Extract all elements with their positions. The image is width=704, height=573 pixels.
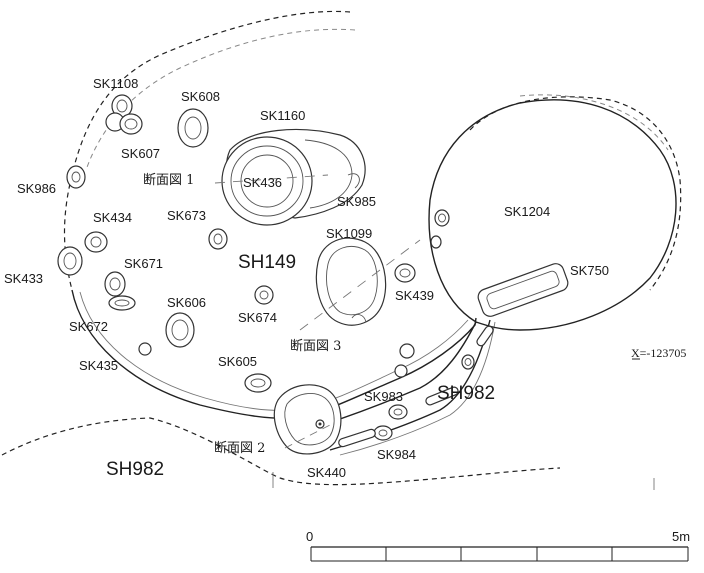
sk983-pit-in bbox=[393, 408, 403, 416]
sk672-pit-in bbox=[114, 299, 130, 307]
label-sk440: SK440 bbox=[307, 465, 346, 480]
pit-sk1204-a-in bbox=[438, 213, 446, 223]
pit-sh982-c bbox=[461, 354, 475, 370]
sk608-pit-in bbox=[184, 116, 202, 140]
sk1204-outline bbox=[428, 99, 677, 331]
sk1160-pit-inner bbox=[304, 139, 353, 209]
coordinate-label: X=-123705 bbox=[631, 346, 686, 360]
label-section-2: 断面図 2 bbox=[214, 441, 265, 456]
label-sk434: SK434 bbox=[93, 210, 132, 225]
pit-sk1204-a bbox=[434, 209, 450, 227]
sk671-pit bbox=[104, 271, 126, 297]
label-sk1204: SK1204 bbox=[504, 204, 550, 219]
section-line-3 bbox=[299, 239, 421, 331]
sk1204-dashed-edge-inner bbox=[519, 94, 669, 151]
label-sk608: SK608 bbox=[181, 89, 220, 104]
sk983-pit bbox=[388, 404, 408, 420]
scale-label-end: 5m bbox=[672, 529, 690, 544]
sh982-south-dashed bbox=[1, 417, 561, 486]
label-sk673: SK673 bbox=[167, 208, 206, 223]
label-sk1099: SK1099 bbox=[326, 226, 372, 241]
sk434-pit-in bbox=[90, 236, 102, 248]
label-sk983: SK983 bbox=[364, 389, 403, 404]
sk436-pit-mid bbox=[230, 145, 304, 217]
sk985-notch bbox=[347, 173, 360, 189]
sk1099-notch bbox=[351, 314, 367, 323]
sk1108-pit-c-in bbox=[124, 118, 138, 130]
sk1108-pit-a-in bbox=[116, 99, 128, 113]
pit-sh982-c-in bbox=[464, 358, 472, 366]
label-sk435: SK435 bbox=[79, 358, 118, 373]
label-sk671: SK671 bbox=[124, 256, 163, 271]
sk439-pit-in bbox=[399, 268, 411, 278]
sk605-pit bbox=[244, 373, 272, 393]
scale-label-start: 0 bbox=[306, 529, 313, 544]
pit-sh982-a bbox=[399, 343, 415, 359]
sk435-pit bbox=[138, 342, 152, 356]
label-sk433: SK433 bbox=[4, 271, 43, 286]
pit-sh982-slot-b bbox=[425, 386, 459, 406]
sk606-pit-in bbox=[171, 319, 189, 341]
label-section-3: 断面図 3 bbox=[290, 339, 341, 354]
sk608-pit bbox=[177, 108, 209, 148]
pit-sh982-b bbox=[394, 364, 408, 378]
sk440-pit bbox=[273, 384, 342, 455]
sk984-pit-in bbox=[378, 429, 388, 437]
sk1099-pit bbox=[315, 237, 387, 326]
label-sk436: SK436 bbox=[243, 175, 282, 190]
sk673-pit bbox=[208, 228, 228, 250]
label-sk674: SK674 bbox=[238, 310, 277, 325]
sk606-pit bbox=[165, 312, 195, 348]
sk984-pit bbox=[373, 425, 393, 441]
pit-sk1204-b bbox=[430, 235, 442, 249]
sk674-pit bbox=[254, 285, 274, 305]
label-sh149: SH149 bbox=[238, 252, 296, 273]
sh149-dashed-outline-inner bbox=[85, 28, 356, 171]
label-sk750: SK750 bbox=[570, 263, 609, 278]
label-sk605: SK605 bbox=[218, 354, 257, 369]
label-sk1160: SK1160 bbox=[260, 108, 305, 123]
sk672-pit bbox=[108, 295, 136, 311]
section-line-2 bbox=[284, 424, 331, 449]
sk673-pit-in bbox=[213, 233, 223, 245]
section-line-1 bbox=[214, 174, 329, 184]
sk750-pit-inner bbox=[486, 270, 560, 310]
sk436-pit bbox=[221, 136, 313, 226]
label-sk606: SK606 bbox=[167, 295, 206, 310]
label-sk986: SK986 bbox=[17, 181, 56, 196]
label-sk984: SK984 bbox=[377, 447, 416, 462]
label-sh982-north: SH982 bbox=[437, 383, 495, 404]
sk986-pit bbox=[66, 165, 86, 189]
sk984-slot bbox=[338, 428, 376, 448]
sk1204-dashed-edge bbox=[469, 96, 682, 291]
sk986-pit-in bbox=[71, 171, 81, 183]
sk434-pit bbox=[84, 231, 108, 253]
sk433-pit bbox=[57, 246, 83, 276]
sk605-pit-in bbox=[250, 378, 266, 388]
sh149-dashed-outline bbox=[63, 10, 351, 291]
sk671-pit-in bbox=[109, 277, 121, 291]
sh982-ditch-line-c bbox=[339, 321, 496, 456]
label-sk607: SK607 bbox=[121, 146, 160, 161]
sk433-pit-in bbox=[63, 252, 77, 270]
sk674-pit-in bbox=[259, 290, 269, 300]
sk440-center-dot bbox=[318, 422, 322, 426]
label-sk985: SK985 bbox=[337, 194, 376, 209]
sk750-pit bbox=[477, 263, 569, 317]
label-sk672: SK672 bbox=[69, 319, 108, 334]
sk439-pit bbox=[394, 263, 416, 283]
label-section-1: 断面図 1 bbox=[143, 173, 194, 188]
label-sh982-south: SH982 bbox=[106, 459, 164, 480]
sk1108-pit-c bbox=[119, 113, 143, 135]
label-sk1108: SK1108 bbox=[93, 76, 138, 91]
sk1099-pit-inner bbox=[326, 246, 378, 316]
scale-bar: 0 5m bbox=[306, 529, 690, 562]
label-sk439: SK439 bbox=[395, 288, 434, 303]
sk440-pit-inner bbox=[284, 393, 335, 446]
pit-sh982-slot-a bbox=[476, 325, 494, 347]
